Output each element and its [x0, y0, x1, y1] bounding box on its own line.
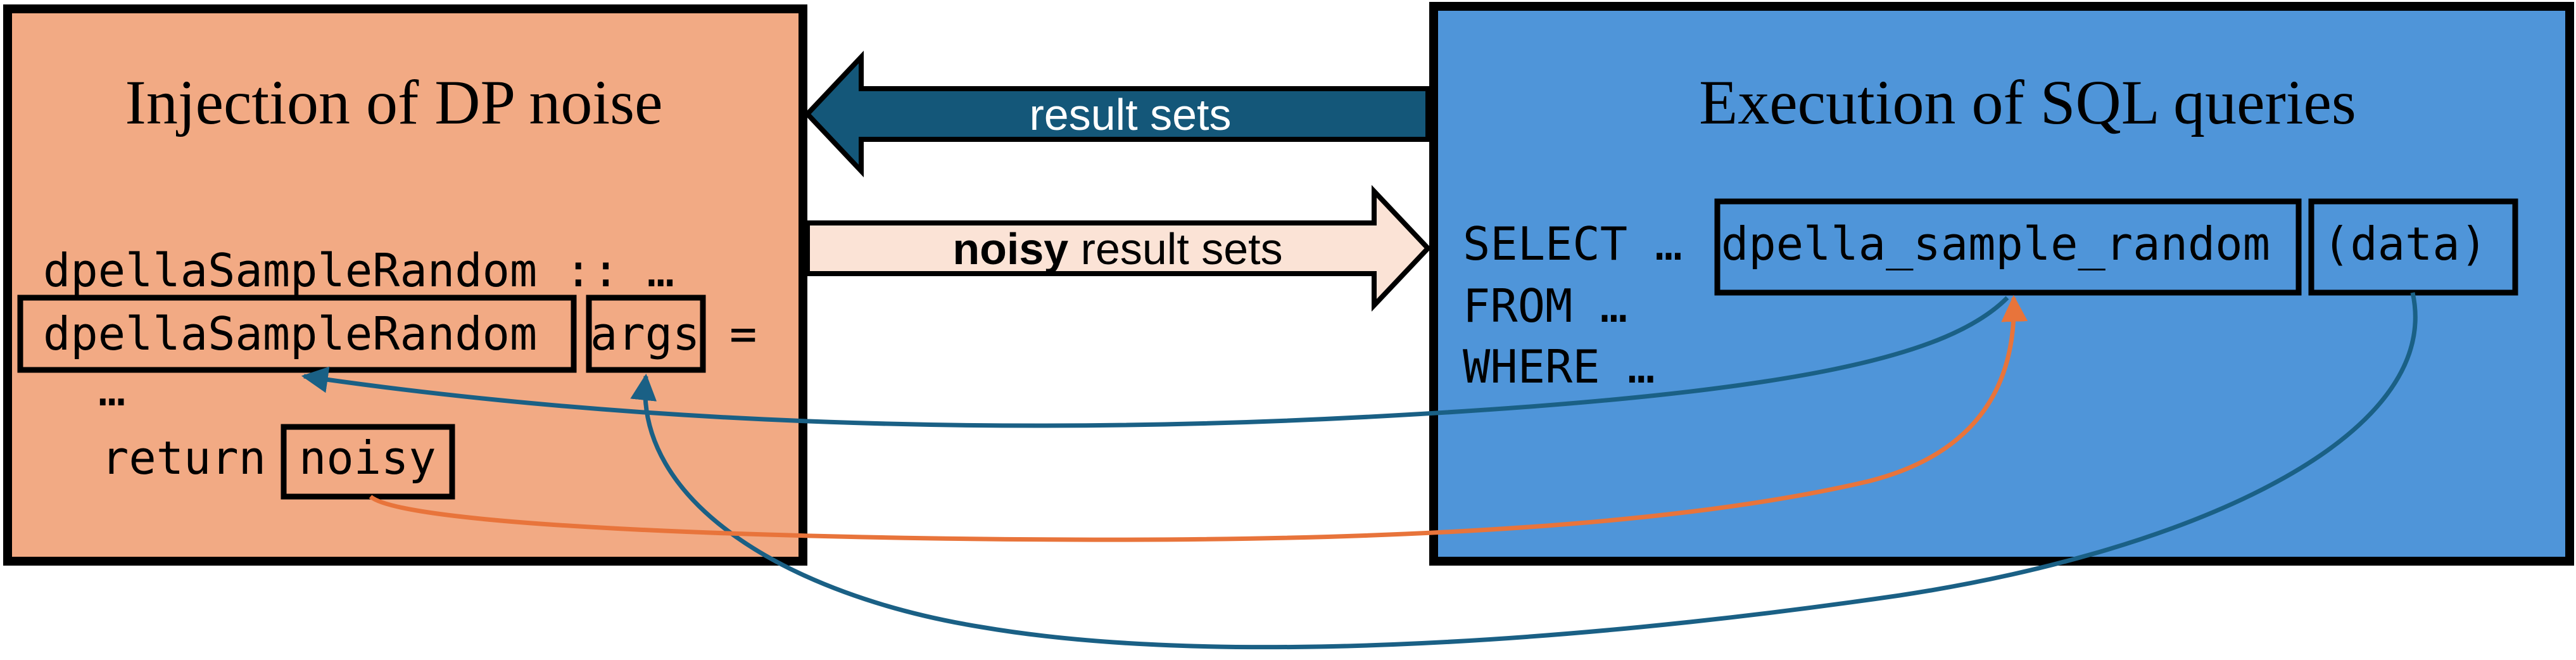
- function-name-box: [17, 295, 577, 373]
- code-equals: =: [729, 307, 757, 360]
- connector-noisy-to-sql-function: [369, 295, 2028, 542]
- code-ellipsis: …: [98, 363, 125, 416]
- sql-select-clause: SELECT …: [1463, 217, 1683, 270]
- noisy-label-bold: noisy: [952, 224, 1068, 274]
- sql-where-clause: WHERE …: [1463, 340, 1655, 393]
- dp-noise-panel: Injection of DP noise dpellaSampleRandom…: [3, 4, 807, 566]
- sql-execution-title: Execution of SQL queries: [1699, 67, 2356, 137]
- code-args: args: [590, 307, 700, 360]
- code-noisy-value: noisy: [299, 431, 436, 485]
- code-return-keyword: return: [101, 431, 266, 485]
- noisy-result-sets-label: noisy result sets: [952, 224, 1282, 274]
- noisy-value-box: [281, 424, 455, 500]
- code-function-name: dpellaSampleRandom: [43, 307, 537, 360]
- sql-execution-panel: Execution of SQL queries SELECT … dpella…: [1429, 2, 2574, 566]
- noisy-label-rest: result sets: [1068, 224, 1282, 274]
- sql-execution-panel-box: [1429, 2, 2574, 566]
- sql-function-name: dpella_sample_random: [1721, 217, 2270, 270]
- sql-function-box: [1714, 198, 2302, 296]
- connector-function-to-impl: [301, 296, 2009, 428]
- args-box: [586, 295, 706, 373]
- result-sets-label: result sets: [1030, 90, 1232, 139]
- sql-from-clause: FROM …: [1463, 279, 1627, 333]
- dp-noise-title: Injection of DP noise: [125, 67, 663, 137]
- sql-data-arg: (data): [2323, 217, 2487, 270]
- result-sets-arrow: result sets: [804, 50, 1430, 178]
- noisy-result-sets-arrow: noisy result sets: [805, 184, 1432, 312]
- noisy-result-sets-arrow-shape: [805, 184, 1432, 312]
- code-line-type-signature: dpellaSampleRandom :: …: [43, 244, 674, 297]
- connector-data-to-args: [630, 292, 2418, 650]
- result-sets-arrow-shape: [804, 50, 1430, 178]
